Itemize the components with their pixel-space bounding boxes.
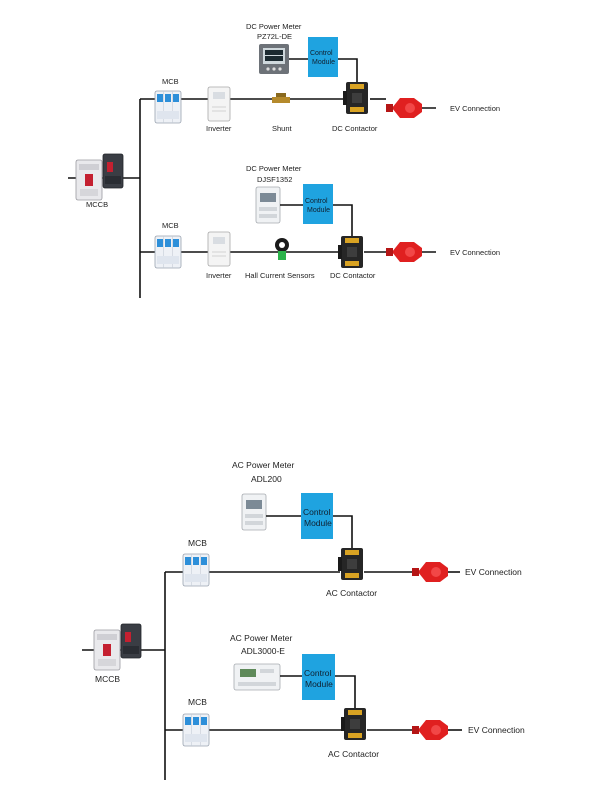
ac-mccb-icon xyxy=(93,623,142,671)
dc-branch2-inverter-icon xyxy=(207,231,231,267)
dc-branch2-contactor-icon xyxy=(338,236,363,268)
dc-branch2-mcb-icon xyxy=(154,235,182,269)
dc-branch2-sensor-label: Hall Current Sensors xyxy=(245,271,315,280)
dc-branch1-inverter-icon xyxy=(207,86,231,122)
dc-branch2-cm-line2: Module xyxy=(307,207,330,214)
dc-branch1-contactor-label: DC Contactor xyxy=(332,124,378,133)
dc-branch1-meter-icon xyxy=(259,44,289,74)
dc-branch1-sensor-label: Shunt xyxy=(272,124,293,133)
ac-branch2-ev-plug-icon xyxy=(412,720,448,740)
dc-branch2-meter-model: DJSF1352 xyxy=(257,175,292,184)
dc-branch2-meter-icon xyxy=(255,186,281,224)
dc-branch2-ev-plug-icon xyxy=(386,242,422,262)
ac-branch2-meter-icon xyxy=(233,663,281,691)
dc-mccb-icon xyxy=(75,153,124,201)
dc-branch1-inverter-label: Inverter xyxy=(206,124,232,133)
ac-branch1-meter-icon xyxy=(241,493,267,531)
ac-branch1-mcb-label: MCB xyxy=(188,538,207,548)
dc-branch1-shunt-icon xyxy=(272,93,290,103)
dc-branch1-control-module xyxy=(308,37,338,77)
dc-branch2-meter-title: DC Power Meter xyxy=(246,164,302,173)
dc-branch1-ev-plug-icon xyxy=(386,98,422,118)
dc-branch1-cm-line2: Module xyxy=(312,59,335,66)
dc-section: MCCB MCB Inverter Shunt DC Power Meter P… xyxy=(68,22,500,298)
ac-branch1-contactor-label: AC Contactor xyxy=(326,588,377,598)
ac-branch2-mcb-label: MCB xyxy=(188,697,207,707)
dc-branch1-mcb-label: MCB xyxy=(162,77,179,86)
ac-branch2-control-module xyxy=(302,654,335,700)
ac-branch2-cm-line2: Module xyxy=(305,679,333,689)
dc-branch1-ev-label: EV Connection xyxy=(450,104,500,113)
ac-branch1-meter-title: AC Power Meter xyxy=(232,460,295,470)
dc-branch1-meter-model: PZ72L-DE xyxy=(257,32,292,41)
dc-branch2-mcb-label: MCB xyxy=(162,221,179,230)
ac-section: MCCB MCB AC Power Meter ADL200 Control M… xyxy=(82,460,525,780)
dc-branch2-cm-wire xyxy=(333,204,353,236)
ac-branch1-ev-label: EV Connection xyxy=(465,567,522,577)
ac-branch2-meter-title: AC Power Meter xyxy=(230,633,293,643)
ac-branch2-contactor-icon xyxy=(341,708,366,740)
ac-branch2-contactor-label: AC Contactor xyxy=(328,749,379,759)
ac-branch2-cm-line1: Control xyxy=(304,668,332,678)
dc-branch2-contactor-label: DC Contactor xyxy=(330,271,376,280)
dc-branch2-control-module xyxy=(303,184,333,224)
ac-branch1-meter-model: ADL200 xyxy=(251,474,282,484)
ac-branch1-control-module xyxy=(301,493,333,539)
dc-branch1-mcb-icon xyxy=(154,90,182,124)
ac-branch1-ev-plug-icon xyxy=(412,562,448,582)
ac-branch1-cm-line2: Module xyxy=(304,518,332,528)
ac-branch2-ev-label: EV Connection xyxy=(468,725,525,735)
ac-branch2-cm-wire xyxy=(335,675,356,708)
dc-branch2-ev-label: EV Connection xyxy=(450,248,500,257)
dc-branch1-cm-wire xyxy=(338,58,358,82)
ac-branch1-cm-wire xyxy=(333,515,353,548)
dc-branch2-hall-sensor-icon xyxy=(275,238,289,260)
ac-branch2-meter-model: ADL3000-E xyxy=(241,646,285,656)
ac-branch2-mcb-icon xyxy=(182,713,210,747)
dc-branch1-contactor-icon xyxy=(343,82,368,114)
dc-branch2-inverter-label: Inverter xyxy=(206,271,232,280)
ac-branch1-cm-line1: Control xyxy=(303,507,331,517)
dc-branch1-meter-title: DC Power Meter xyxy=(246,22,302,31)
ac-mccb-label: MCCB xyxy=(95,674,120,684)
dc-branch2-cm-line1: Control xyxy=(305,198,328,205)
dc-branch1-cm-line1: Control xyxy=(310,50,333,57)
ac-branch1-contactor-icon xyxy=(338,548,363,580)
dc-mccb-label: MCCB xyxy=(86,200,108,209)
ac-branch1-mcb-icon xyxy=(182,553,210,587)
